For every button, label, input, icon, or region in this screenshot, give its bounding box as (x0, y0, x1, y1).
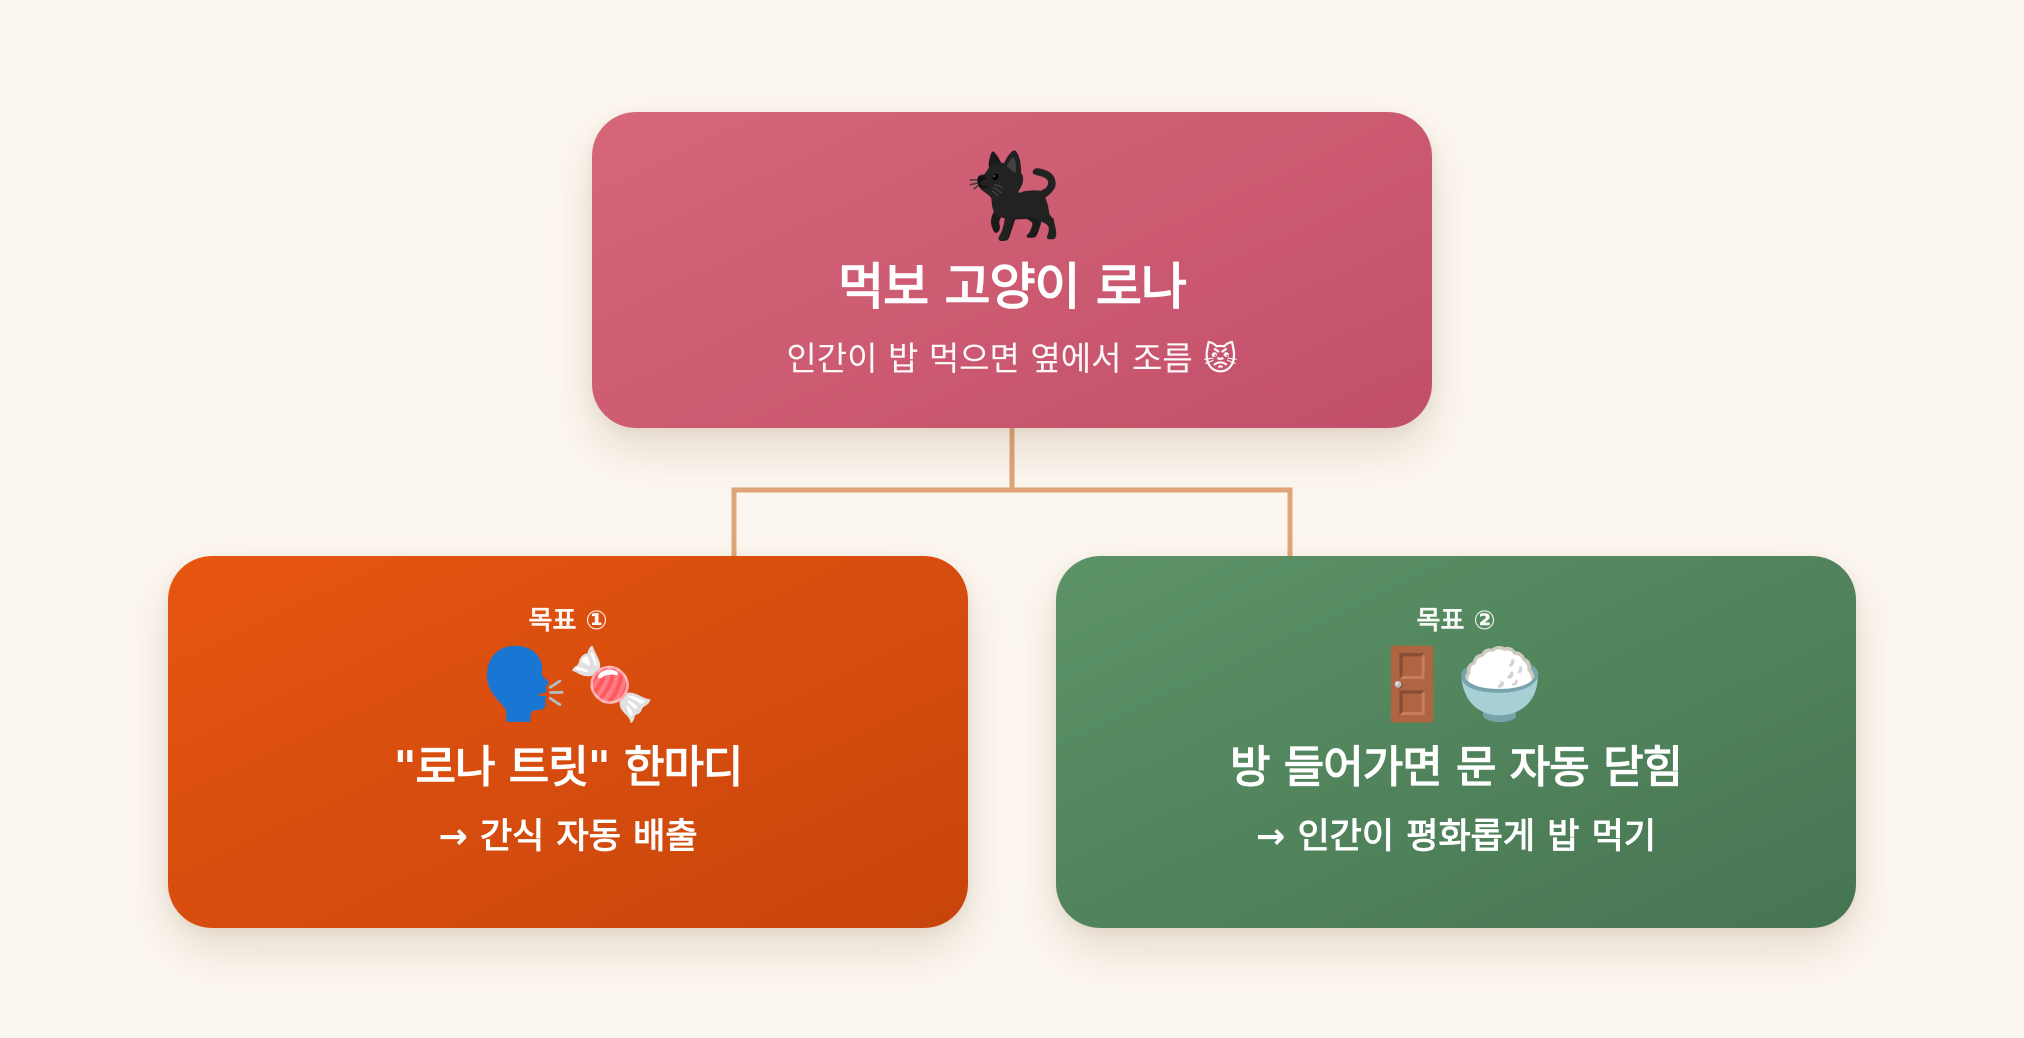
door-rice-icon: 🚪🍚 (1368, 643, 1544, 726)
goal-1-card: 목표 ① 🗣️🍬 "로나 트릿" 한마디 → 간식 자동 배출 (168, 556, 968, 928)
goal-2-title: 방 들어가면 문 자동 닫힘 (1229, 742, 1683, 794)
goal-2-subtitle: → 인간이 평화롭게 밥 먹기 (1255, 816, 1657, 857)
goal-1-label: 목표 ① (528, 606, 608, 636)
goal-1-title: "로나 트릿" 한마디 (393, 742, 744, 794)
root-subtitle: 인간이 밥 먹으면 옆에서 조름 😾 (786, 339, 1238, 378)
goal-1-subtitle: → 간식 자동 배출 (438, 816, 698, 857)
goal-2-card: 목표 ② 🚪🍚 방 들어가면 문 자동 닫힘 → 인간이 평화롭게 밥 먹기 (1056, 556, 1856, 928)
black-cat-icon: 🐈‍⬛ (960, 149, 1064, 244)
goal-2-label: 목표 ② (1416, 606, 1496, 636)
speaking-candy-icon: 🗣️🍬 (480, 643, 656, 726)
root-node-card: 🐈‍⬛ 먹보 고양이 로나 인간이 밥 먹으면 옆에서 조름 😾 (592, 112, 1432, 428)
root-title: 먹보 고양이 로나 (838, 258, 1187, 316)
